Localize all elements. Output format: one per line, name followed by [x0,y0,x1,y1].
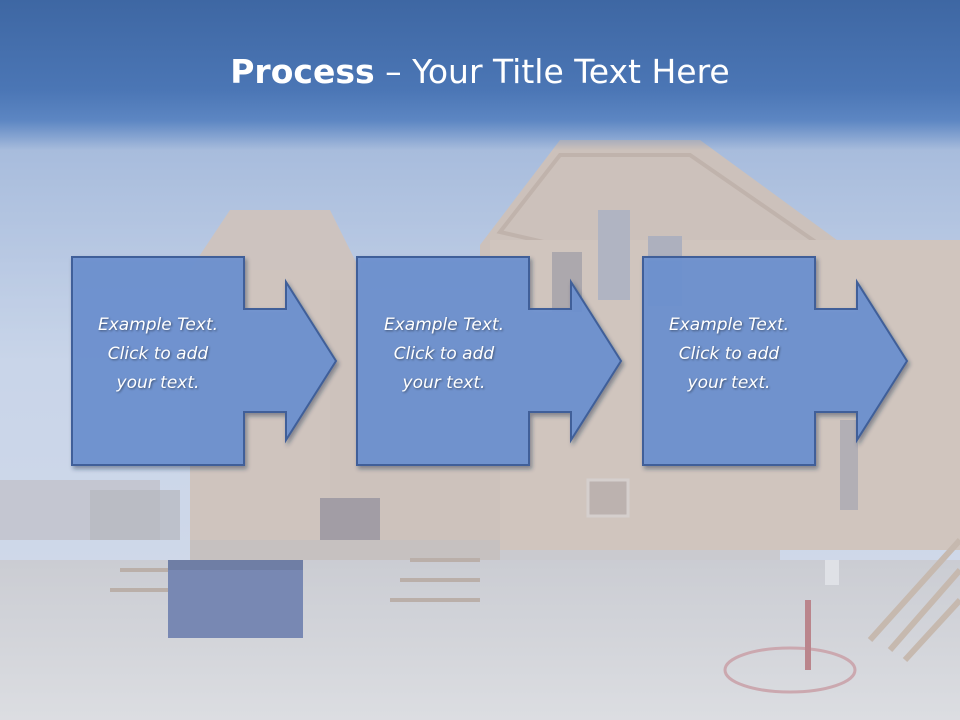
step-1-shape[interactable] [71,256,338,466]
slide-title[interactable]: Process – Your Title Text Here [0,52,960,91]
step-1-text[interactable]: Example Text. Click to add your text. [71,311,245,398]
step-2-shape[interactable] [356,256,623,466]
step-1-line-3: your text. [116,373,200,393]
step-1-line-2: Click to add [107,344,209,364]
step-3-text[interactable]: Example Text. Click to add your text. [642,311,816,398]
step-2-text[interactable]: Example Text. Click to add your text. [357,311,531,398]
step-3-line-1: Example Text. [668,315,790,335]
title-bold: Process [230,52,375,91]
step-3-line-2: Click to add [678,344,780,364]
step-2-line-2: Click to add [393,344,495,364]
title-band [0,0,960,150]
step-1-line-1: Example Text. [97,315,219,335]
step-3-line-3: your text. [687,373,771,393]
step-2-line-1: Example Text. [383,315,505,335]
step-3-shape[interactable] [642,256,909,466]
title-rest: – Your Title Text Here [374,52,730,91]
step-2-line-3: your text. [402,373,486,393]
